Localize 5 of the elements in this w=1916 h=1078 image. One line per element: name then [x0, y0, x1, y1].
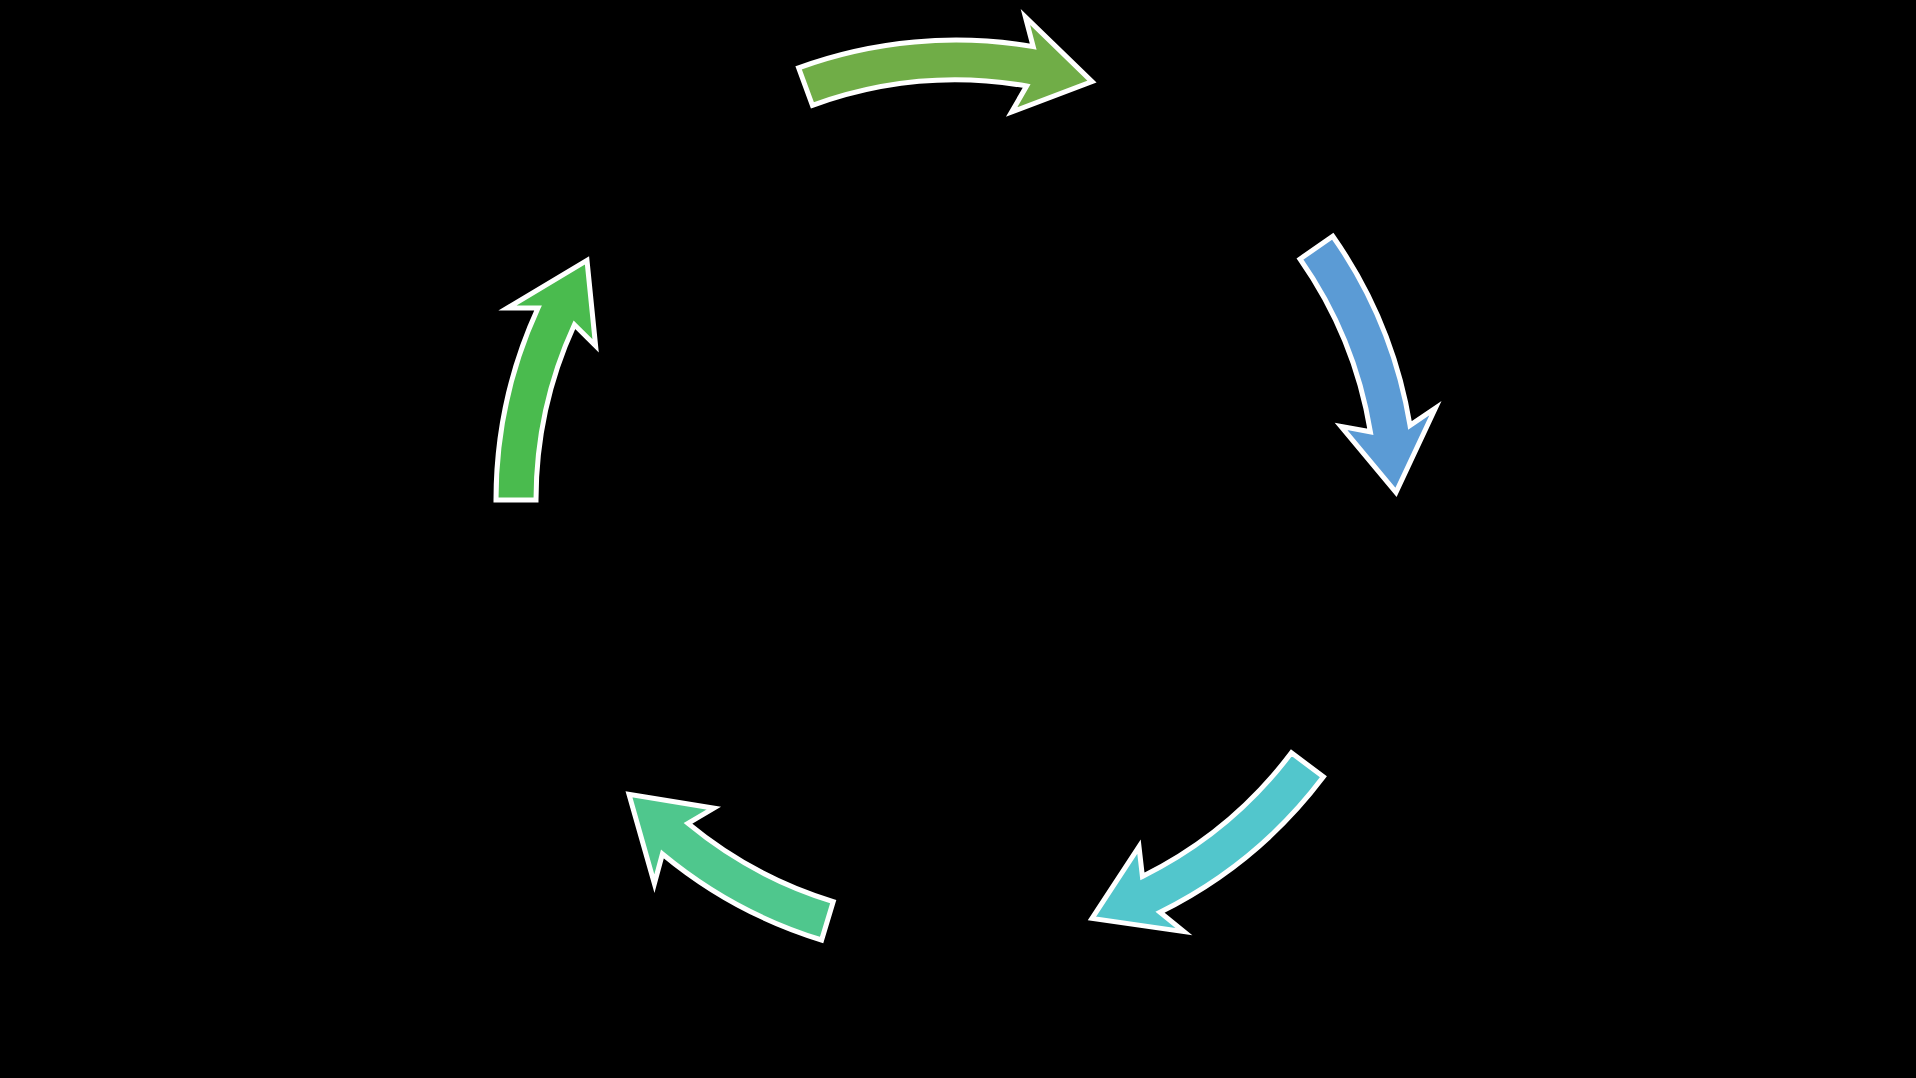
curved-arrow: [493, 257, 599, 503]
curved-arrow: [1297, 233, 1438, 495]
curved-arrow: [796, 14, 1095, 115]
curved-arrow: [1089, 750, 1326, 935]
curved-arrow: [626, 791, 836, 943]
